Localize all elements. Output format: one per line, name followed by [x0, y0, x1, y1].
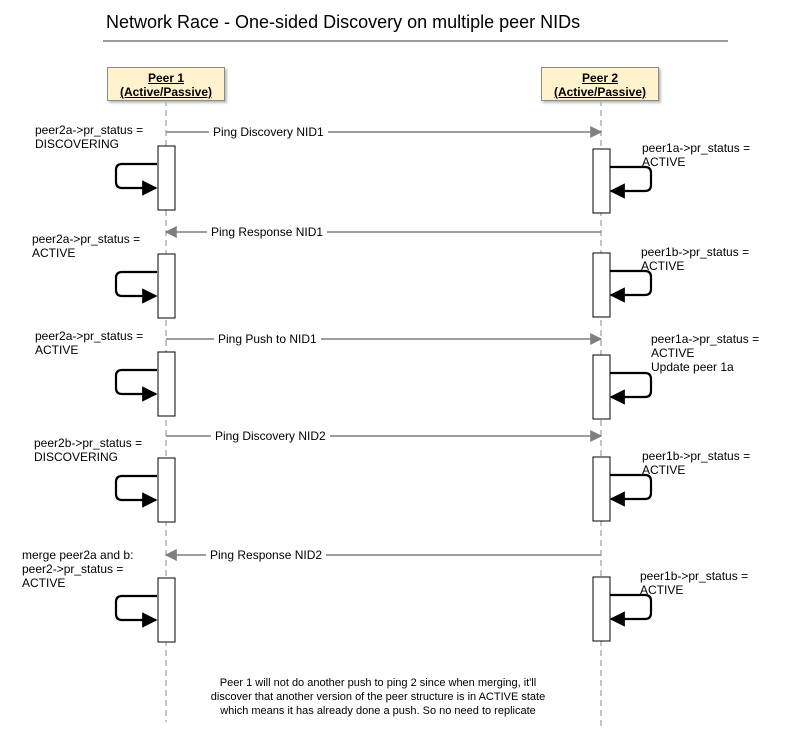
- peer1-status-note: peer2a->pr_status = DISCOVERING: [35, 123, 144, 151]
- actor-peer2-role: (Active/Passive): [553, 85, 647, 99]
- peer1-status-note: peer2b->pr_status = DISCOVERING: [34, 436, 143, 464]
- peer2-activation-bar: [592, 354, 611, 420]
- peer1-activation-bar: [157, 457, 176, 523]
- peer2-activation-bar: [592, 456, 611, 522]
- peer1-activation-bar: [157, 253, 176, 319]
- message-label: Ping Discovery NID1: [209, 125, 328, 139]
- self-call-arrow: [114, 368, 158, 402]
- peer1-status-note: merge peer2a and b: peer2->pr_status = A…: [22, 548, 134, 590]
- self-call-arrow: [609, 593, 653, 627]
- peer2-status-note: peer1b->pr_status = ACTIVE: [642, 449, 751, 477]
- peer2-status-note: peer1a->pr_status = ACTIVE Update peer 1…: [651, 332, 760, 374]
- peer2-status-note: peer1a->pr_status = ACTIVE: [642, 141, 751, 169]
- actor-peer1-name: Peer 1: [147, 71, 185, 85]
- self-call-arrow: [609, 165, 653, 199]
- peer2-activation-bar: [592, 252, 611, 318]
- message-label: Ping Push to NID1: [214, 332, 321, 346]
- message-label: Ping Response NID1: [207, 225, 328, 239]
- actor-peer2-name: Peer 2: [581, 71, 619, 85]
- self-call-arrow: [609, 371, 653, 405]
- footer-note: Peer 1 will not do another push to ping …: [210, 677, 546, 717]
- message-label: Ping Response NID2: [206, 548, 327, 562]
- self-call-arrow: [114, 474, 158, 508]
- diagram-title: Network Race - One-sided Discovery on mu…: [106, 12, 581, 32]
- actor-peer1: Peer 1 (Active/Passive): [107, 67, 225, 101]
- peer2-activation-bar: [592, 576, 611, 642]
- self-call-arrow: [114, 270, 158, 304]
- self-call-arrow: [114, 162, 158, 196]
- peer1-status-note: peer2a->pr_status = ACTIVE: [32, 232, 141, 260]
- actor-peer1-role: (Active/Passive): [119, 85, 213, 99]
- peer2-status-note: peer1b->pr_status = ACTIVE: [641, 245, 750, 273]
- self-call-arrow: [609, 269, 653, 303]
- message-label: Ping Discovery NID2: [211, 429, 330, 443]
- peer2-activation-bar: [592, 148, 611, 214]
- title-divider: [103, 40, 728, 42]
- self-call-arrow: [609, 473, 653, 507]
- self-call-arrow: [114, 594, 158, 628]
- peer1-activation-bar: [157, 145, 176, 211]
- peer2-status-note: peer1b->pr_status = ACTIVE: [640, 569, 749, 597]
- actor-peer2: Peer 2 (Active/Passive): [541, 67, 659, 101]
- peer1-activation-bar: [157, 351, 176, 417]
- peer1-activation-bar: [157, 577, 176, 643]
- peer1-status-note: peer2a->pr_status = ACTIVE: [35, 329, 144, 357]
